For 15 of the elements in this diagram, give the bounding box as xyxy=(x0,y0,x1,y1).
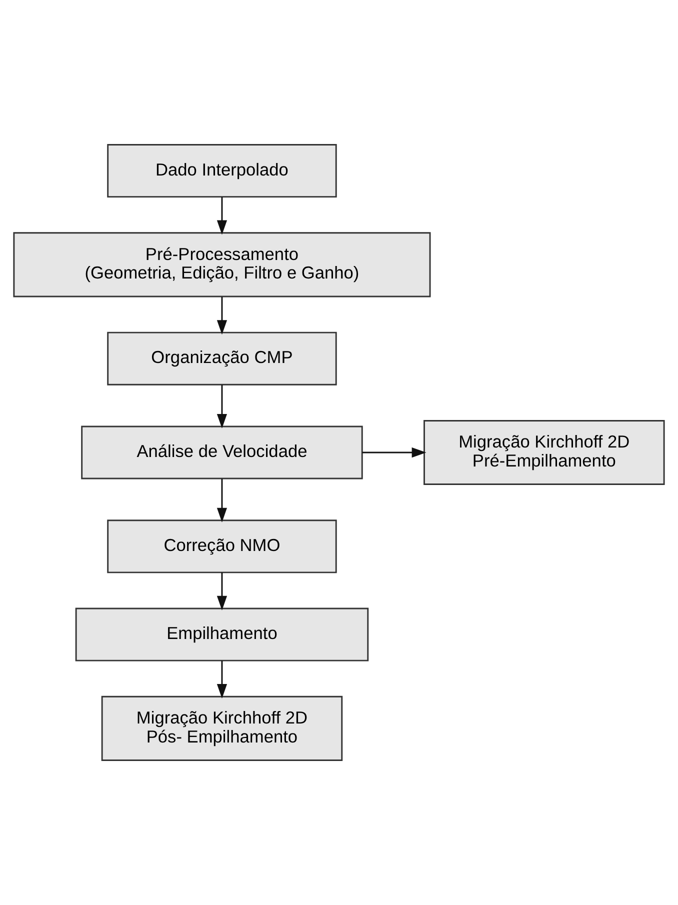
arrow xyxy=(216,296,228,335)
node-box: Dado Interpolado xyxy=(107,144,337,198)
arrow xyxy=(216,660,228,698)
node-box: Análise de Velocidade xyxy=(81,426,363,480)
arrow xyxy=(216,197,228,235)
node-box: Migração Kirchhoff 2D Pós- Empilhamento xyxy=(101,696,343,761)
node-box: Organização CMP xyxy=(107,332,337,386)
arrow xyxy=(362,447,426,458)
arrow xyxy=(216,572,228,610)
node-box: Correção NMO xyxy=(107,520,337,574)
node-box: Empilhamento xyxy=(75,608,369,662)
arrow xyxy=(216,384,228,428)
node-box: Migração Kirchhoff 2D Pré-Empilhamento xyxy=(424,420,665,485)
arrow xyxy=(216,478,228,522)
node-box: Pré-Processamento (Geometria, Edição, Filtro e Ganho) xyxy=(13,232,431,298)
